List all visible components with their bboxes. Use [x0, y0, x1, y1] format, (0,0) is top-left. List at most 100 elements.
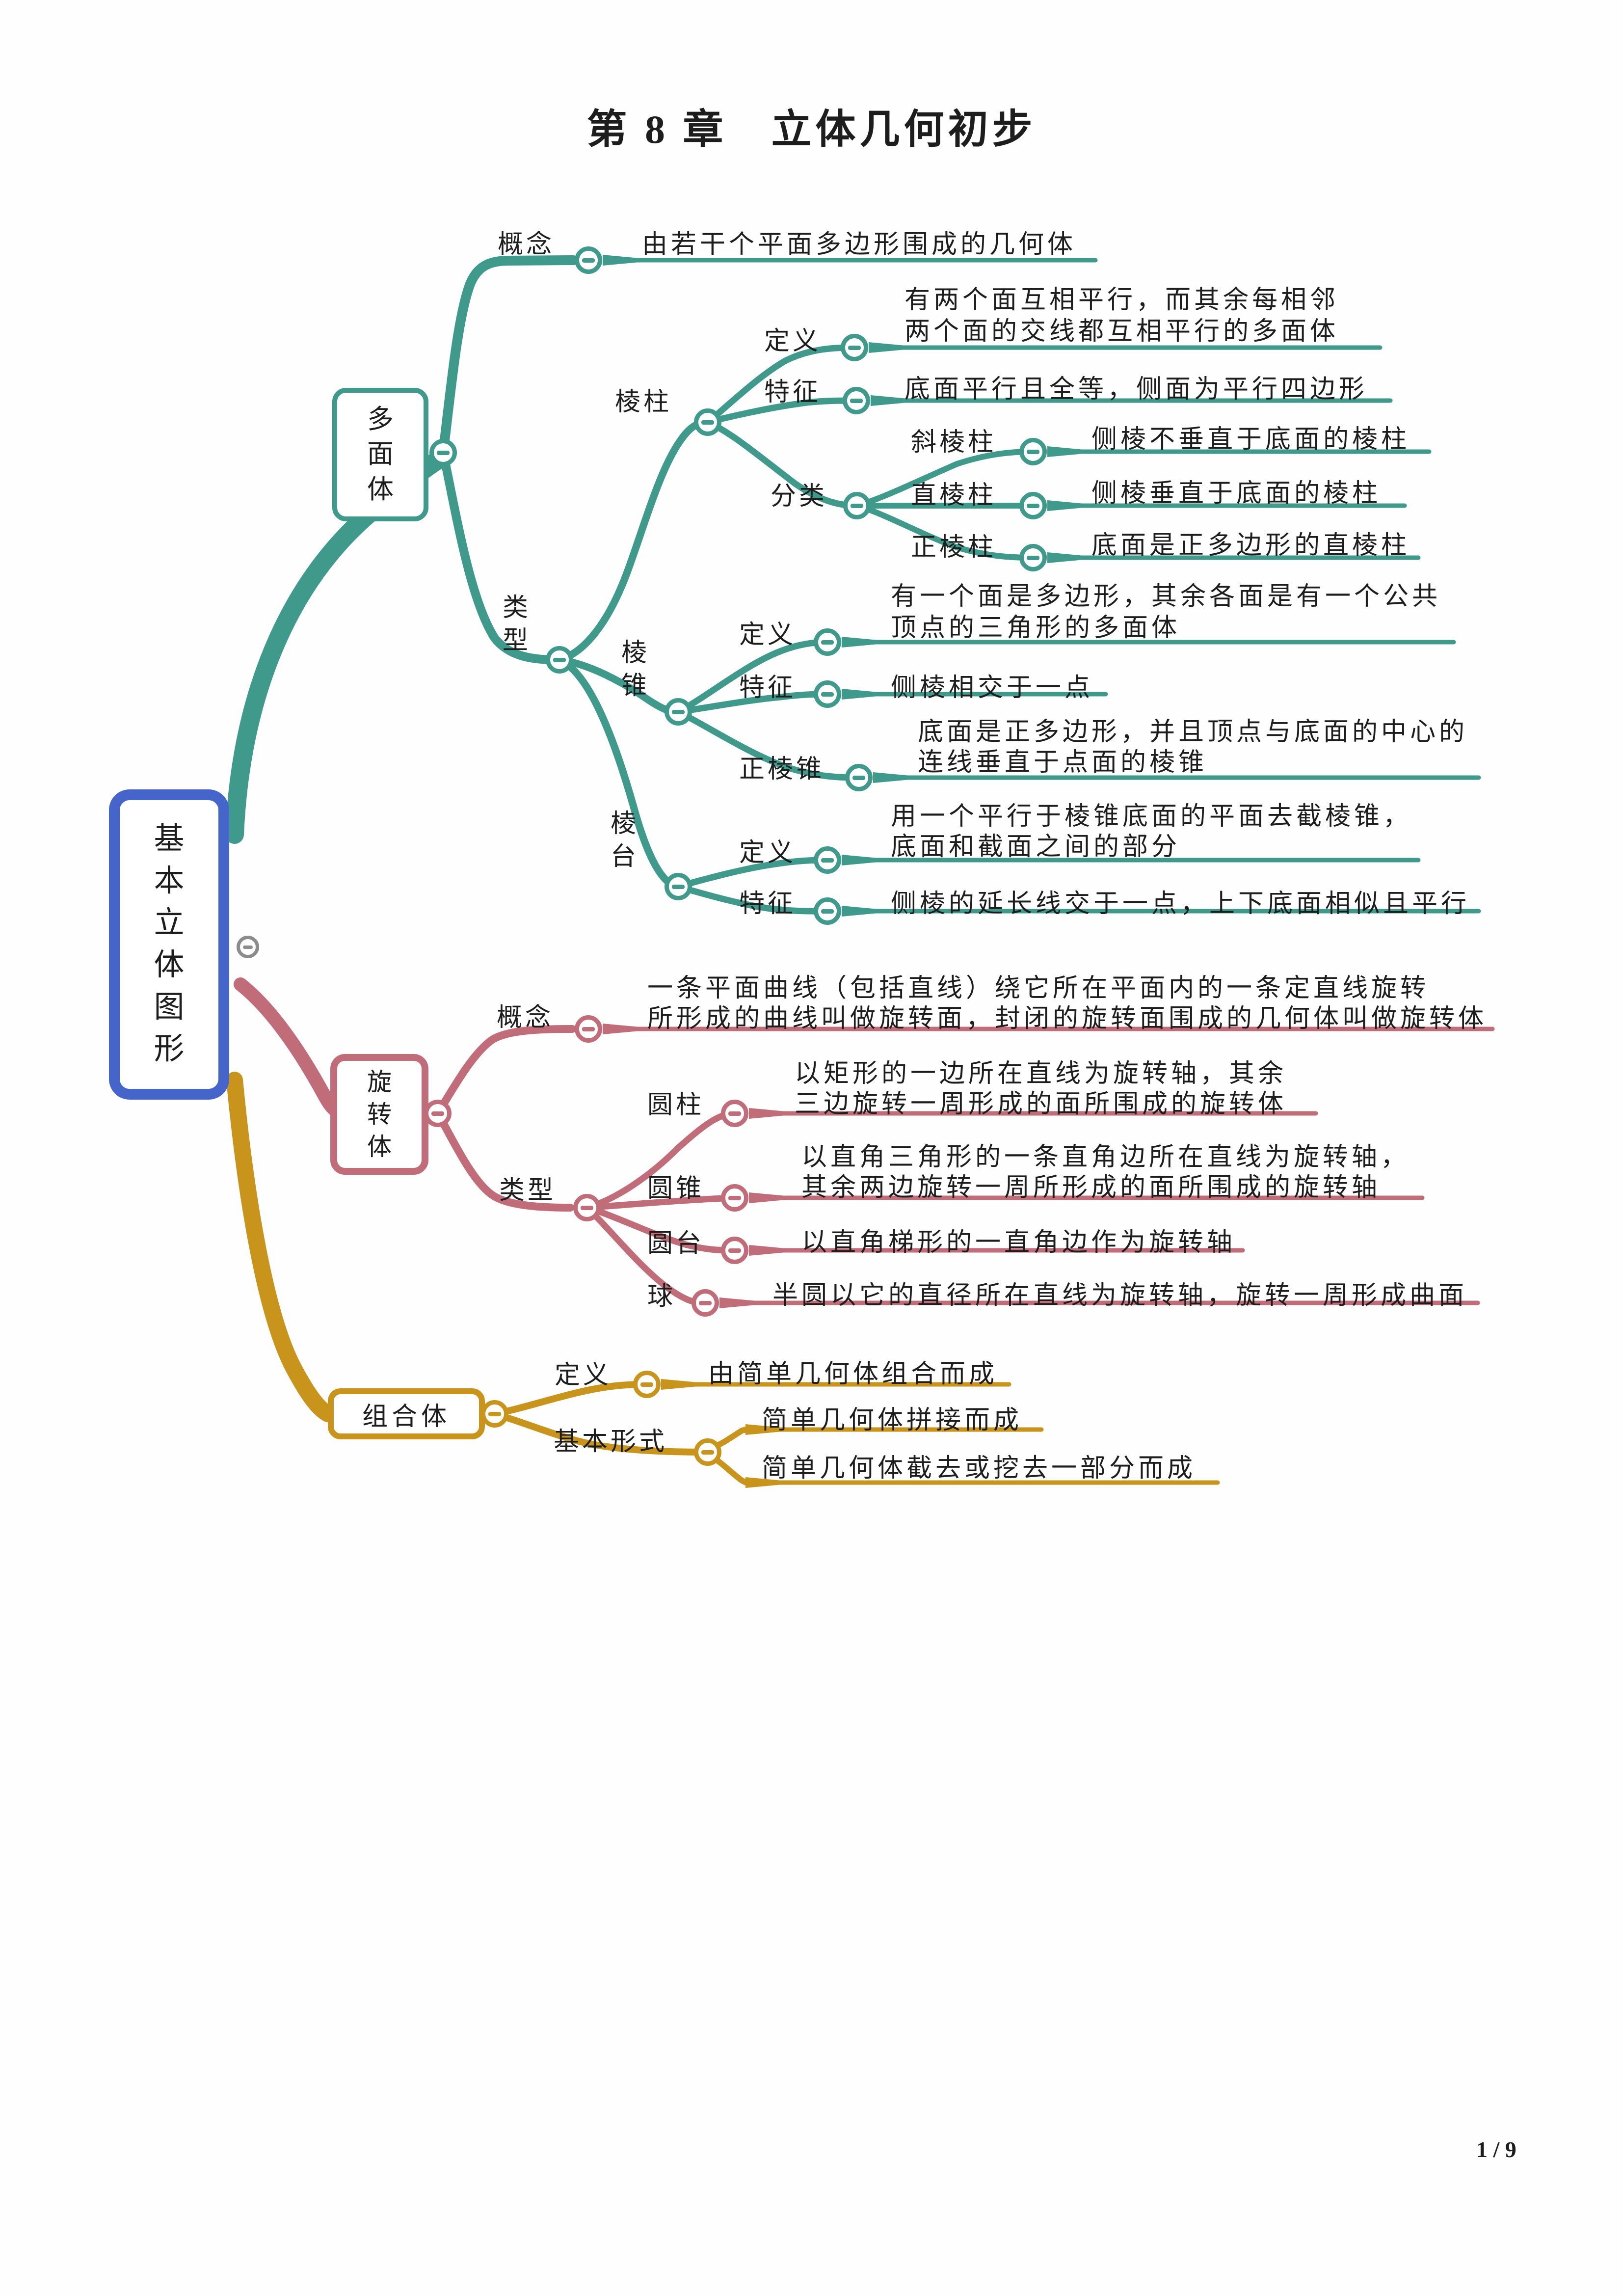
- prism-def-line1: 有两个面互相平行，而其余每相邻: [905, 286, 1339, 314]
- pyramid-def-line1: 有一个面是多边形，其余各面是有一个公共: [891, 583, 1441, 611]
- prism-feature-toggle[interactable]: [843, 387, 870, 414]
- pyramid-def-label: 定义: [739, 621, 797, 649]
- regular-pyramid-label: 正棱锥: [739, 756, 825, 783]
- composite-def-text: 由简单几何体组合而成: [708, 1360, 998, 1388]
- revolution-node-label: 旋转体: [367, 1068, 392, 1161]
- regular-pyramid-line2: 连线垂直于点面的棱锥: [918, 749, 1208, 777]
- polyhedron-concept-toggle[interactable]: [575, 246, 602, 274]
- pyramid-feature-label: 特征: [739, 674, 797, 702]
- cylinder-line1: 以矩形的一边所在直线为旋转轴，其余: [795, 1060, 1287, 1088]
- truncated-cone-text: 以直角梯形的一直角边作为旋转轴: [801, 1229, 1236, 1257]
- revolution-concept-label: 概念: [497, 1004, 554, 1032]
- branch-type-cylinder: [584, 1110, 737, 1211]
- pyramid-label: 棱锥: [621, 639, 647, 700]
- frustum-toggle[interactable]: [665, 873, 692, 900]
- branch-prism-def: [704, 344, 857, 426]
- cylinder-toggle[interactable]: [721, 1100, 748, 1127]
- regular-pyramid-line1: 底面是正多边形，并且顶点与底面的中心的: [918, 718, 1468, 746]
- branch-class-regular: [854, 503, 1035, 561]
- prism-feature-text: 底面平行且全等，侧面为平行四边形: [905, 376, 1368, 404]
- prism-class-toggle[interactable]: [843, 492, 871, 519]
- regular-prism-toggle[interactable]: [1019, 544, 1047, 571]
- frustum-label: 棱台: [610, 810, 636, 871]
- polyhedron-concept-label: 概念: [498, 231, 555, 259]
- composite-node[interactable]: 组合体: [328, 1388, 485, 1439]
- polyhedron-branches: [225, 255, 1481, 915]
- branch-pyramid-def: [675, 639, 830, 715]
- cylinder-line2: 三边旋转一周形成的面所围成的旋转体: [795, 1090, 1287, 1118]
- prism-class-label: 分类: [771, 483, 828, 511]
- frustum-def-toggle[interactable]: [814, 846, 841, 874]
- branch-polyhedron-concept: [438, 255, 578, 458]
- revolution-type-toggle[interactable]: [573, 1194, 601, 1221]
- pyramid-toggle[interactable]: [665, 698, 692, 726]
- root-node-label: 基本立体图形: [154, 822, 185, 1066]
- pyramid-def-toggle[interactable]: [814, 628, 841, 656]
- revolution-concept-line1: 一条平面曲线（包括直线）绕它所在平面内的一条定直线旋转: [647, 974, 1430, 1002]
- revolution-node[interactable]: 旋转体: [330, 1054, 428, 1175]
- oblique-prism-toggle[interactable]: [1019, 438, 1047, 465]
- cone-line2: 其余两边旋转一周所形成的面所围成的旋转轴: [801, 1174, 1381, 1202]
- regular-pyramid-toggle[interactable]: [845, 764, 873, 791]
- composite-wedges: [661, 1379, 793, 1488]
- truncated-cone-toggle[interactable]: [721, 1237, 748, 1264]
- frustum-feature-text: 侧棱的延长线交于一点，上下底面相似且平行: [891, 890, 1470, 918]
- polyhedron-collapse-toggle[interactable]: [429, 439, 457, 466]
- sphere-toggle[interactable]: [692, 1289, 719, 1317]
- revolution-type-label: 类型: [499, 1177, 557, 1205]
- regular-prism-label: 正棱柱: [911, 534, 997, 562]
- branch-composite-form: [491, 1410, 709, 1456]
- revolution-concept-toggle[interactable]: [575, 1015, 602, 1043]
- prism-toggle[interactable]: [694, 408, 721, 436]
- prism-label: 棱柱: [615, 388, 672, 416]
- root-node[interactable]: 基本立体图形: [109, 789, 229, 1100]
- page-title: 第 8 章 立体几何初步: [586, 107, 1037, 152]
- branch-type-truncated-cone: [584, 1204, 737, 1254]
- polyhedron-node-label: 多面体: [367, 405, 394, 504]
- right-prism-label: 直棱柱: [911, 482, 997, 510]
- composite-form-text-cut: 简单几何体截去或挖去一部分而成: [762, 1455, 1197, 1483]
- revolution-collapse-toggle[interactable]: [424, 1100, 452, 1127]
- pyramid-feature-toggle[interactable]: [814, 680, 841, 708]
- composite-node-label: 组合体: [362, 1403, 451, 1431]
- revolution-concept-line2: 所形成的曲线叫做旋转面，封闭的旋转面围成的几何体叫做旋转体: [647, 1005, 1488, 1033]
- composite-def-label: 定义: [555, 1361, 612, 1389]
- branch-prism-feature: [704, 397, 859, 426]
- pyramid-feature-text: 侧棱相交于一点: [891, 674, 1094, 702]
- branch-frustum-feature: [675, 883, 830, 915]
- trunk-revolution: [234, 977, 347, 1120]
- revolution-branches: [234, 977, 1495, 1306]
- frustum-def-label: 定义: [739, 839, 797, 867]
- branch-type-frustum: [556, 656, 681, 891]
- oblique-prism-label: 斜棱柱: [911, 429, 997, 457]
- composite-form-toggle[interactable]: [694, 1438, 721, 1466]
- oblique-prism-text: 侧棱不垂直于底面的棱柱: [1091, 426, 1410, 454]
- polyhedron-type-toggle[interactable]: [546, 646, 573, 674]
- page-number: 1 / 9: [1476, 2137, 1517, 2162]
- composite-form-label: 基本形式: [554, 1428, 668, 1456]
- revolution-wedges: [603, 1024, 797, 1308]
- frustum-feature-toggle[interactable]: [814, 897, 841, 925]
- composite-collapse-toggle[interactable]: [481, 1400, 508, 1428]
- trunk-composite: [226, 1072, 336, 1422]
- branch-type-pyramid: [556, 656, 681, 716]
- branch-revolution-concept: [434, 1025, 576, 1117]
- branch-pyramid-regular: [675, 708, 861, 781]
- truncated-cone-label: 圆台: [647, 1230, 705, 1258]
- branch-pyramid-feature: [675, 691, 830, 715]
- branch-class-oblique: [854, 449, 1035, 509]
- cone-toggle[interactable]: [721, 1184, 748, 1212]
- root-collapse-toggle[interactable]: [237, 936, 259, 958]
- prism-def-toggle[interactable]: [841, 334, 868, 361]
- branch-composite-def: [491, 1381, 648, 1417]
- composite-def-toggle[interactable]: [633, 1371, 661, 1398]
- sphere-text: 半圆以它的直径所在直线为旋转轴，旋转一周形成曲面: [772, 1282, 1468, 1310]
- polyhedron-node[interactable]: 多面体: [332, 388, 428, 521]
- branch-type-cone: [584, 1194, 737, 1211]
- prism-def-label: 定义: [764, 327, 822, 355]
- frustum-def-line1: 用一个平行于棱锥底面的平面去截棱锥，: [891, 803, 1412, 831]
- cylinder-label: 圆柱: [647, 1091, 705, 1119]
- right-prism-toggle[interactable]: [1019, 492, 1047, 519]
